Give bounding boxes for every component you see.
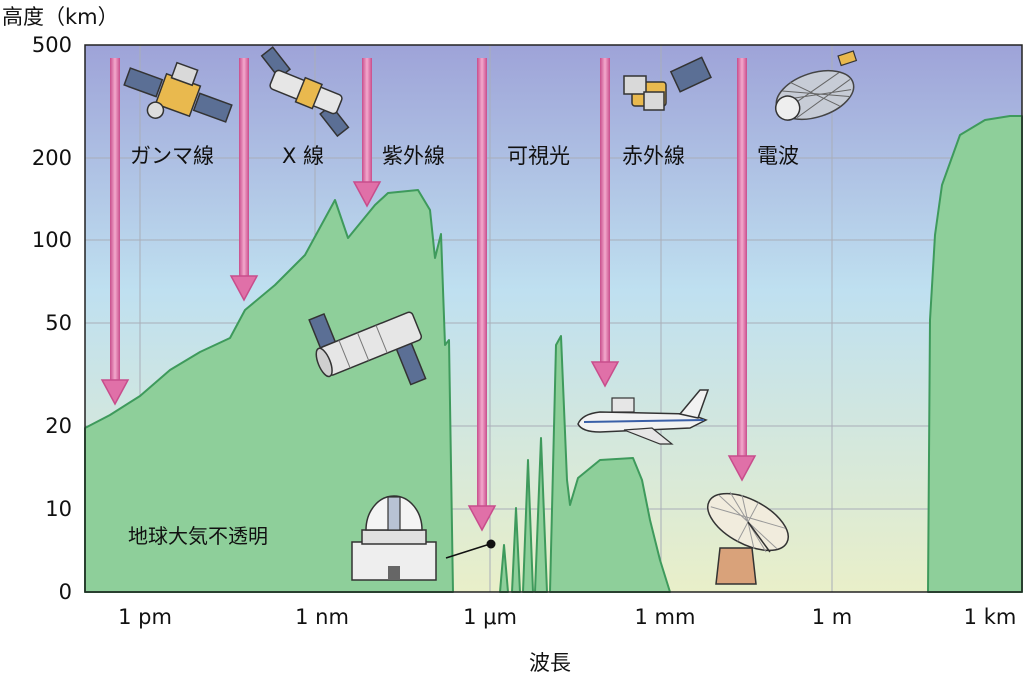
arrow-infrared [590,58,620,388]
band-label-uv: 紫外線 [382,144,445,168]
observatory-dome-icon [351,495,496,581]
y-tick-label: 20 [45,414,72,438]
band-label-visible: 可視光 [507,144,570,168]
xray-satellite-icon [260,46,350,138]
radio-dish-icon [707,491,789,585]
band-label-gamma: ガンマ線 [130,144,214,168]
x-axis-title: 波長 [529,651,571,675]
y-tick-labels: 500 200 100 50 20 10 0 [32,33,72,604]
arrow-gamma [100,58,130,406]
opaque-region-label: 地球大気不透明 [128,524,268,548]
arrow-visible [467,58,497,532]
x-tick-label: 1 m [812,605,853,629]
x-tick-label: 1 nm [295,605,349,629]
y-tick-label: 10 [45,497,72,521]
x-tick-label: 1 mm [635,605,696,629]
band-label-xray: X 線 [282,144,324,168]
arrow-uv [352,58,382,208]
gamma-satellite-icon [123,61,233,123]
hubble-telescope-icon [308,311,427,386]
x-tick-labels: 1 pm 1 nm 1 μm 1 mm 1 m 1 km [118,605,1016,629]
x-tick-label: 1 km [964,605,1017,629]
band-label-infrared: 赤外線 [622,144,685,168]
airborne-observatory-icon [577,389,710,445]
atmosphere-opaque-region [84,115,1023,593]
arrow-radio [727,58,757,482]
infrared-satellite-icon [623,56,712,111]
plot-frame [84,44,1023,593]
penetration-arrows [100,58,757,532]
band-label-radio: 電波 [757,144,799,168]
band-labels: ガンマ線 X 線 紫外線 可視光 赤外線 電波 [130,144,799,168]
y-axis-title: 高度（km） [2,5,119,29]
x-tick-label: 1 pm [118,605,172,629]
y-tick-label: 0 [59,580,72,604]
y-tick-label: 50 [45,311,72,335]
x-tick-label: 1 μm [463,605,517,629]
y-tick-label: 100 [32,228,72,252]
radio-satellite-icon [774,50,858,121]
y-tick-label: 200 [32,146,72,170]
y-tick-label: 500 [32,33,72,57]
arrow-xray [229,58,259,302]
